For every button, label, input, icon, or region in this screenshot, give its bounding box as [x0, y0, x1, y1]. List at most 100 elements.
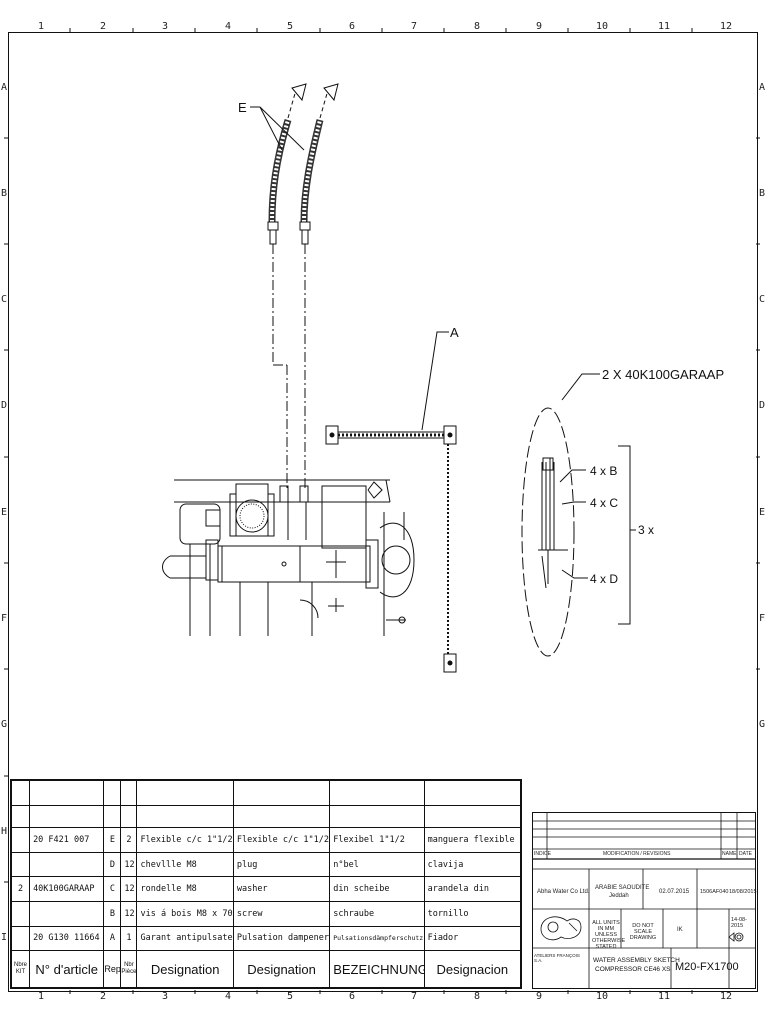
zone-col-1-bottom: 1: [38, 991, 45, 1002]
callout-c: 4 x C: [590, 496, 619, 510]
bom-header-row: Nbre KIT N° d'article Rep. Nbr Pièces De…: [10, 950, 522, 988]
bom-article: 40K100GARAAP: [29, 876, 105, 902]
bom-row-d: D 12 chevllle M8 plug n°bel clavija: [10, 851, 522, 878]
callout-three: 3 x: [638, 523, 655, 537]
bom-rep: B: [103, 900, 122, 927]
zone-col-8-bottom: 8: [474, 991, 481, 1002]
zone-col-3-bottom: 3: [162, 991, 169, 1002]
drawing-number: M20-FX1700: [675, 961, 739, 973]
bom-designation-en: screw: [232, 900, 331, 927]
bom-kit: [10, 827, 31, 853]
zone-col-7-bottom: 7: [411, 991, 418, 1002]
zone-col-4-bottom: 4: [225, 991, 232, 1002]
compressor-assembly: [162, 479, 415, 636]
bom-header-designation-fr: Designation: [136, 950, 234, 988]
bom-designation-fr: Garant antipulsateur: [136, 925, 234, 952]
bom-header-rep: Rep.: [103, 950, 122, 988]
bom-row-b: B 12 vis á bois M8 x 70 screw schraube t…: [10, 900, 522, 927]
zone-col-11-bottom: 11: [658, 991, 671, 1002]
title-block-grid: [533, 813, 755, 988]
bom-kit: 2: [10, 876, 31, 902]
bom-header-article: N° d'article: [29, 950, 105, 988]
drawing-frame: [8, 32, 758, 992]
order-reference: 1506AF040: [700, 889, 729, 895]
scale-note: DO NOT SCALE DRAWING: [629, 923, 657, 941]
zone-row-d-right: D: [759, 400, 766, 411]
bom-article: 20 F421 007: [29, 827, 105, 853]
zone-col-1: 1: [38, 21, 45, 32]
zone-col-11: 11: [658, 21, 671, 32]
zone-col-9: 9: [536, 21, 543, 32]
bom-designation-de: n°bel: [329, 851, 425, 878]
bom-header-designation-en: Designation: [232, 950, 331, 988]
zone-col-2-bottom: 2: [100, 991, 107, 1002]
zone-col-6: 6: [349, 21, 356, 32]
indice-label: INDICE: [534, 851, 551, 857]
bom-qty: 12: [120, 900, 138, 927]
drawn-by: IK: [677, 927, 683, 933]
bom-kit: [10, 900, 31, 927]
bom-header-kit: Nbre KIT: [10, 950, 31, 988]
bom-qty: 1: [120, 925, 138, 952]
units-note: ALL UNITS IN MM UNLESS OTHERWISE STATED: [592, 920, 626, 950]
zone-col-7: 7: [411, 21, 418, 32]
bom-article: [29, 851, 105, 878]
bom-designation-en: washer: [232, 876, 331, 902]
zone-row-f: F: [1, 613, 8, 624]
bom-designation-de: Flexibel 1"1/2: [329, 827, 425, 853]
detail-view: [521, 373, 636, 657]
customer-city: Jeddah: [609, 893, 629, 899]
revisions-label: MODIFICATION / REVISIONS: [603, 851, 671, 857]
bom-article: 20 G130 11664: [29, 925, 105, 952]
bom-blank-row: [10, 804, 522, 829]
customer-name: Abha Water Co Ltd.: [537, 889, 590, 895]
bom-designation-de: schraube: [329, 900, 425, 927]
bom-qty: 12: [120, 851, 138, 878]
bom-designation-es: manguera flexible 1"1/2: [423, 827, 522, 853]
callout-e: E: [238, 100, 247, 115]
company-name: ATELIERS FRANÇOIS S.A.: [534, 953, 580, 963]
order-date: 02.07.2015: [659, 889, 690, 895]
bom-header-designation-es: Designacion: [423, 950, 522, 988]
title-block: INDICE MODIFICATION / REVISIONS NAME DAT…: [532, 812, 757, 989]
callout-a: A: [450, 325, 459, 340]
leader-e: [250, 106, 305, 151]
zone-col-5: 5: [287, 21, 294, 32]
bom-designation-es: tornillo: [423, 900, 522, 927]
callout-kit: 2 X 40K100GARAAP: [602, 367, 725, 382]
dampener-guard: [325, 331, 457, 673]
bom-designation-en: Pulsation dampener guard: [232, 925, 331, 952]
designation-line-1: WATER ASSEMBLY SKETCH: [593, 957, 680, 964]
zone-ticks: [4, 28, 760, 994]
customer-country: ARABIE SAOUDITE: [595, 885, 650, 891]
bom-designation-en: Flexible c/c 1"1/2: [232, 827, 331, 853]
zone-col-3: 3: [162, 21, 169, 32]
zone-col-12: 12: [720, 21, 733, 32]
bom-rep: C: [103, 876, 122, 902]
bom-header-designation-de: BEZEICHNUNG: [329, 950, 425, 988]
bom-designation-de: Pulsationsdämpferschutzkappe: [329, 925, 425, 952]
name-label: NAME: [722, 851, 737, 857]
bom-row-e: 20 F421 007 E 2 Flexible c/c 1"1/2 Flexi…: [10, 827, 522, 853]
bom-designation-de: din scheibe: [329, 876, 425, 902]
zone-col-4: 4: [225, 21, 232, 32]
callout-d: 4 x D: [590, 572, 619, 586]
bom-rep: E: [103, 827, 122, 853]
designation-line-2: COMPRESSOR CE46 XS: [595, 966, 671, 973]
zone-row-d: D: [1, 400, 8, 411]
bom-kit: [10, 925, 31, 952]
bill-of-materials: 20 F421 007 E 2 Flexible c/c 1"1/2 Flexi…: [10, 779, 522, 989]
zone-row-i: I: [1, 932, 8, 943]
bom-designation-fr: vis á bois M8 x 70: [136, 900, 234, 927]
zone-row-c: C: [1, 294, 8, 305]
zone-row-b-right: B: [759, 188, 766, 199]
zone-row-a: A: [1, 82, 8, 93]
zone-col-6-bottom: 6: [349, 991, 356, 1002]
zone-row-g-right: G: [759, 719, 766, 730]
zone-row-a-right: A: [759, 82, 766, 93]
order-reference-date: 18/08/2015: [729, 889, 757, 895]
zone-col-2: 2: [100, 21, 107, 32]
bom-row-c: 2 40K100GARAAP C 12 rondelle M8 washer d…: [10, 876, 522, 902]
zone-row-f-right: F: [759, 613, 766, 624]
